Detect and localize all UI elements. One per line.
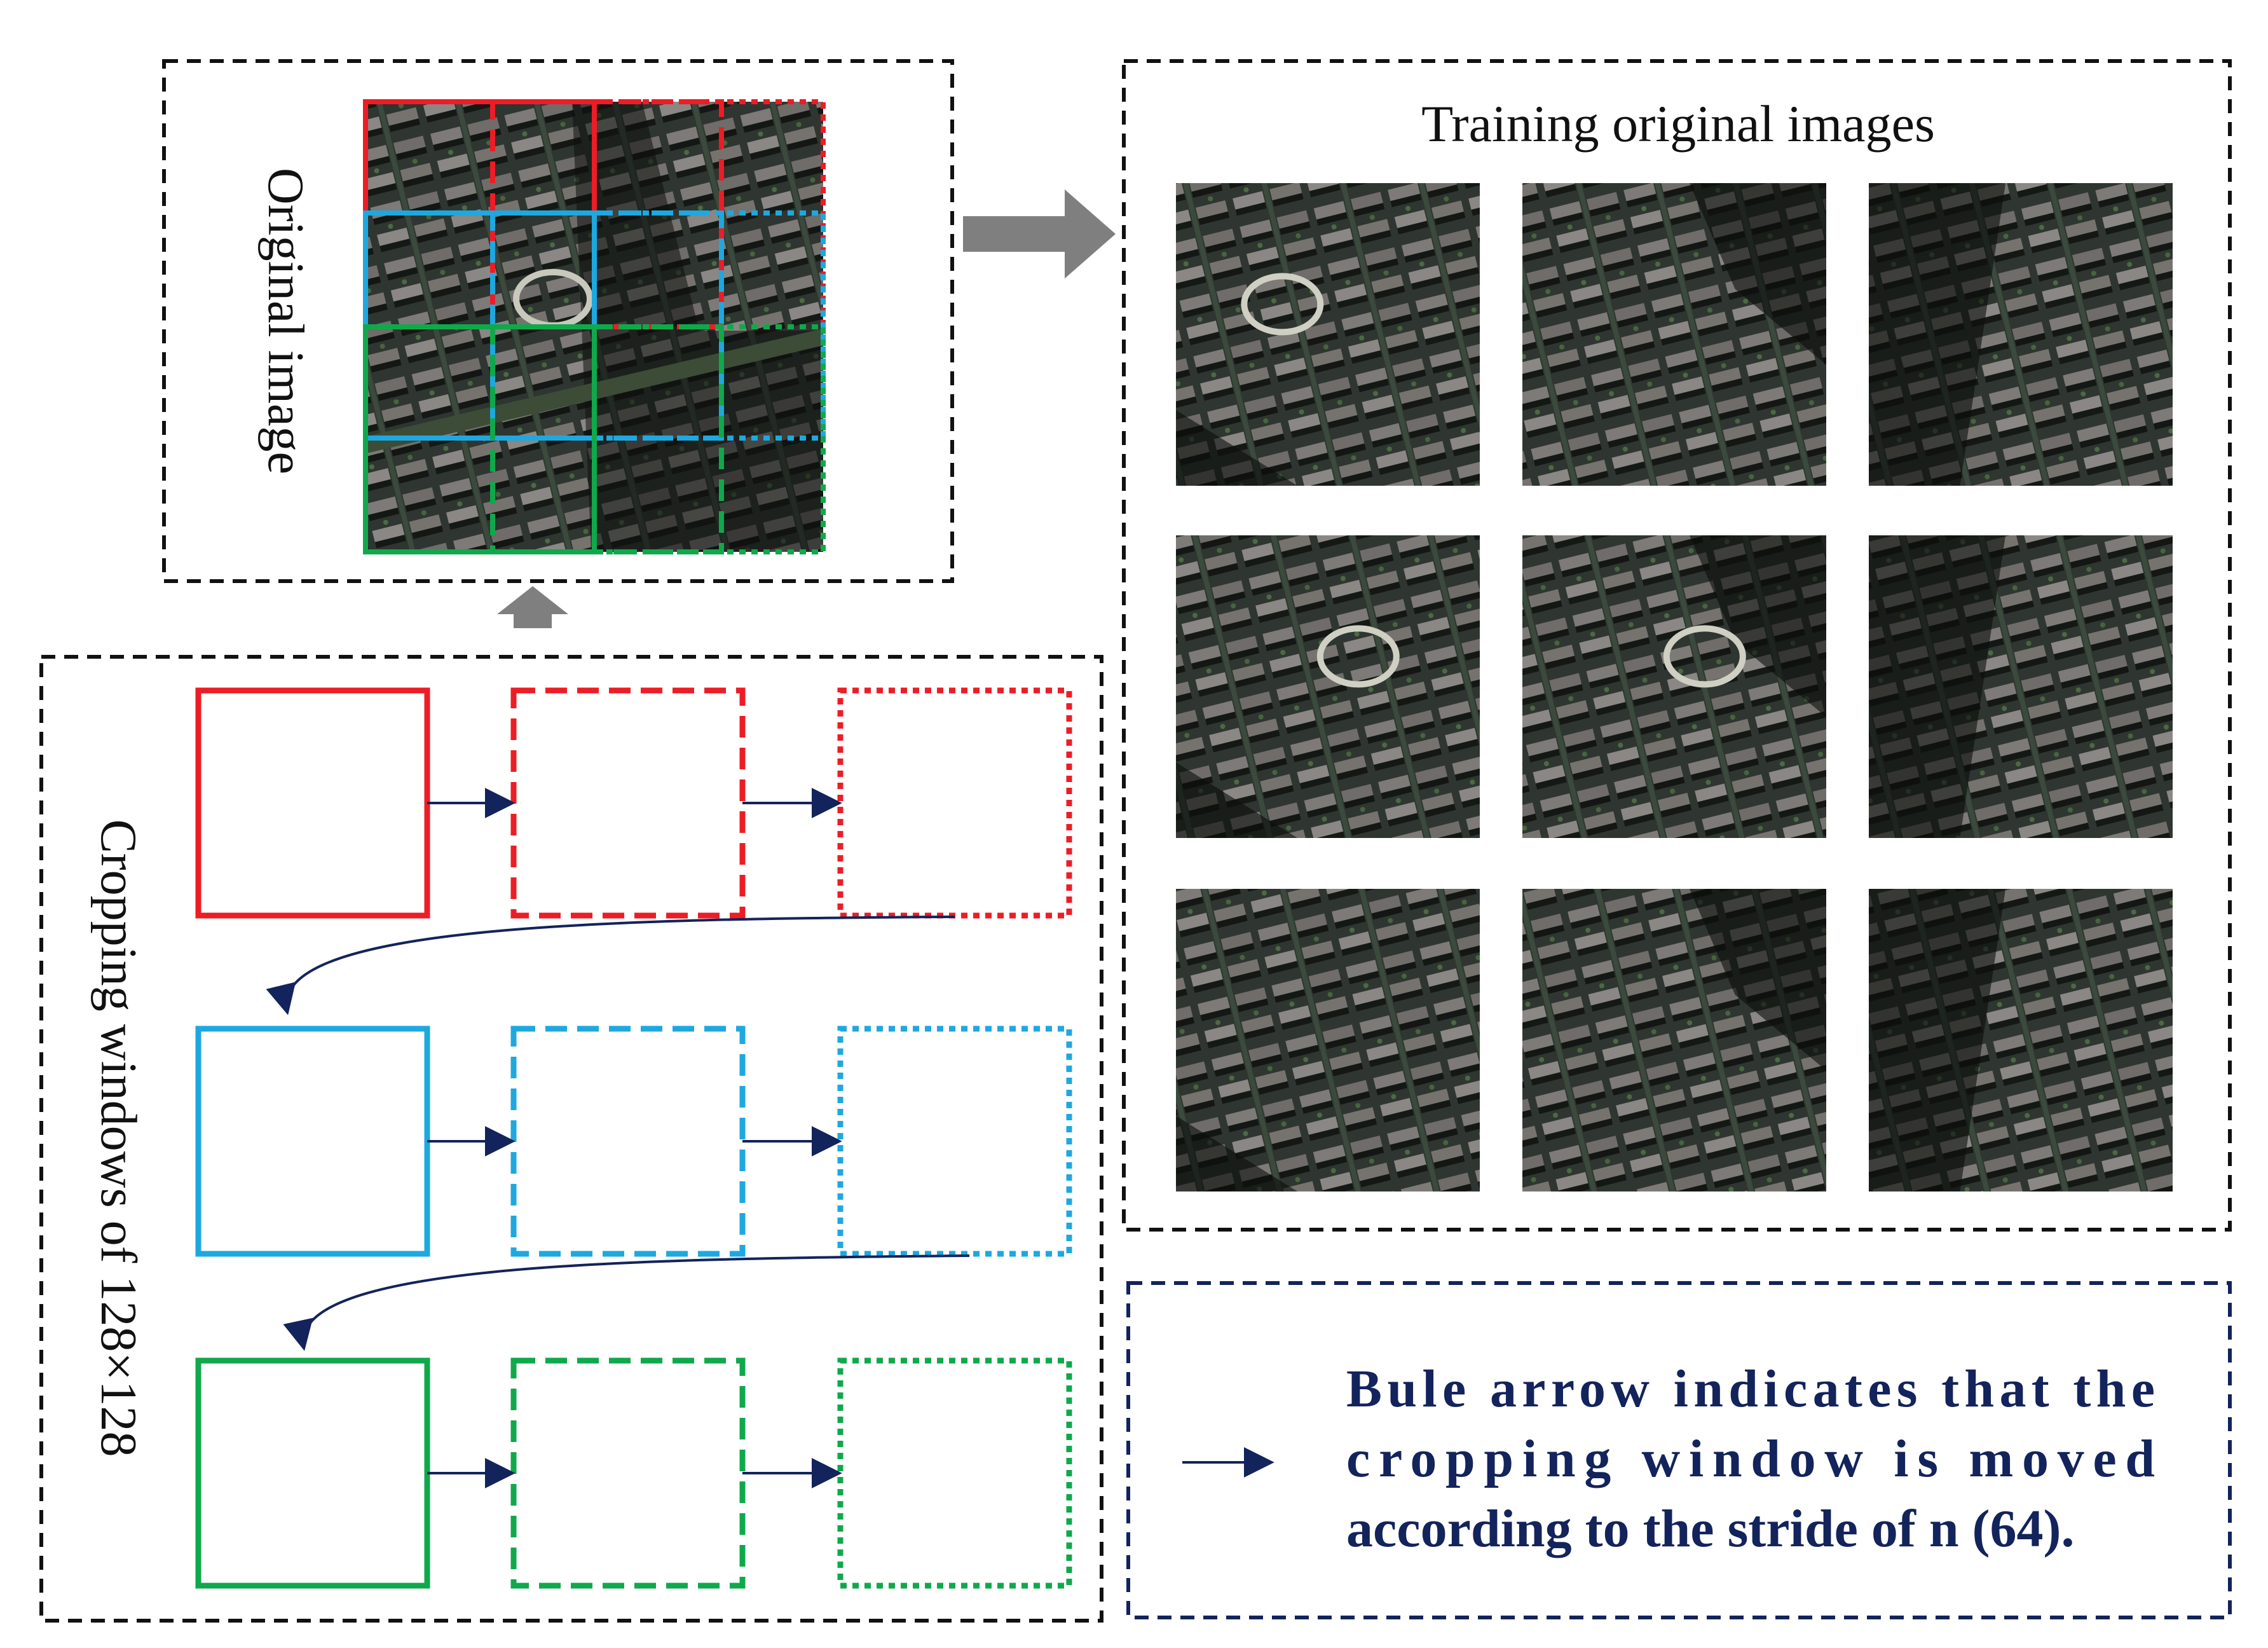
legend-panel: Bule arrow indicates that the cropping w… [1128,1283,2230,1617]
training-images-panel: Training original images [1124,61,2230,1230]
training-tile [1176,183,1480,486]
training-tile [1522,889,1826,1191]
original-image-panel: Original image [164,61,952,581]
cropping-windows-label: Cropping windows of 128×128 [90,820,146,1457]
window-red-solid [198,690,427,916]
legend-line-2: cropping window is moved [1346,1429,2155,1488]
window-green-dashed [514,1361,742,1586]
training-tile [1522,183,1826,486]
training-tile [1869,183,2173,486]
window-green-solid [198,1361,427,1586]
cropping-windows-panel: Cropping windows of 128×128 [41,657,1102,1621]
training-images-title: Training original images [1421,95,1935,153]
training-tile [1869,889,2173,1191]
legend-line-1: Bule arrow indicates that the [1346,1359,2155,1418]
row-change-arrow [286,917,955,1012]
window-blue-solid [198,1029,427,1254]
window-blue-dotted [840,1029,1069,1254]
window-red-dotted [840,690,1069,916]
row-change-arrow [303,1256,969,1348]
window-green-dotted [840,1361,1069,1586]
right-big-arrow [963,189,1116,278]
training-tile [1176,889,1480,1191]
original-image-label: Original image [257,168,313,474]
training-tile [1522,535,1826,838]
up-big-arrow [497,586,568,628]
training-tile [1869,535,2173,838]
training-tile [1176,535,1480,838]
window-red-dashed [514,690,742,916]
training-tile-grid [1176,183,2173,1191]
window-blue-dashed [514,1029,742,1254]
legend-line-3: according to the stride of n (64). [1346,1499,2074,1558]
